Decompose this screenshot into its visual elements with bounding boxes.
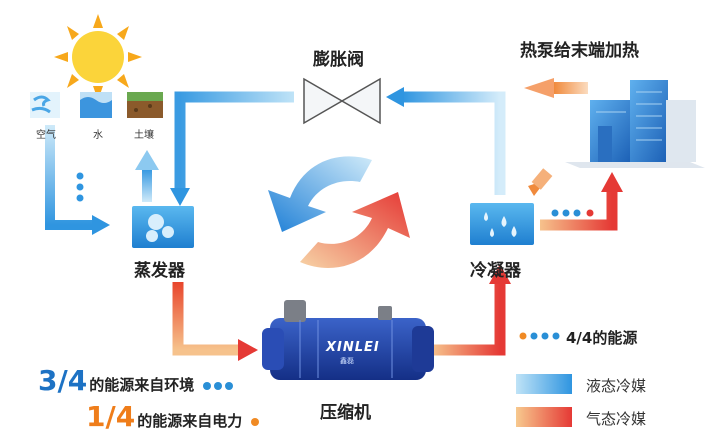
evaporator-icon	[132, 206, 194, 248]
building-heating-label: 热泵给末端加热	[520, 41, 639, 61]
environment-energy-text: 的能源来自环境	[89, 376, 195, 394]
evaporator-label: 蒸发器	[134, 261, 185, 281]
compressor-label: 压缩机	[320, 403, 371, 423]
source-water-label: 水	[93, 130, 103, 141]
electric-energy-text: 的能源来自电力	[137, 412, 243, 430]
legend-liquid-swatch	[516, 374, 572, 394]
compressor-icon	[262, 300, 434, 380]
total-energy-label: 4/4的能源	[566, 329, 638, 347]
environment-energy-row: 3/4 的能源来自环境	[38, 364, 234, 397]
electric-energy-row: 1/4 的能源来自电力	[86, 400, 260, 433]
building-icon	[565, 80, 705, 168]
expansion-valve-icon	[303, 77, 381, 125]
condenser-label: 冷凝器	[470, 261, 521, 281]
blue-dot	[225, 382, 234, 390]
cycle-arrows-icon	[268, 156, 410, 269]
legend-gas-swatch	[516, 407, 572, 427]
environment-fraction: 3/4	[38, 364, 88, 397]
source-soil-label: 土壤	[134, 130, 154, 141]
condenser-icon	[470, 203, 534, 245]
compressor-brand: XINLEI	[326, 340, 380, 355]
water-icon	[80, 92, 112, 118]
electric-fraction: 1/4	[86, 400, 136, 433]
sun-icon	[54, 14, 142, 100]
soil-icon	[127, 92, 163, 118]
blue-dot	[214, 382, 223, 390]
orange-dot	[251, 418, 260, 426]
source-air-label: 空气	[36, 130, 56, 141]
expansion-valve-label: 膨胀阀	[313, 50, 364, 70]
legend-liquid-label: 液态冷媒	[586, 377, 647, 395]
compressor-brand-cn: 鑫磊	[340, 357, 354, 365]
legend-gas-label: 气态冷媒	[586, 410, 647, 428]
air-icon	[30, 92, 60, 118]
blue-dot	[203, 382, 212, 390]
